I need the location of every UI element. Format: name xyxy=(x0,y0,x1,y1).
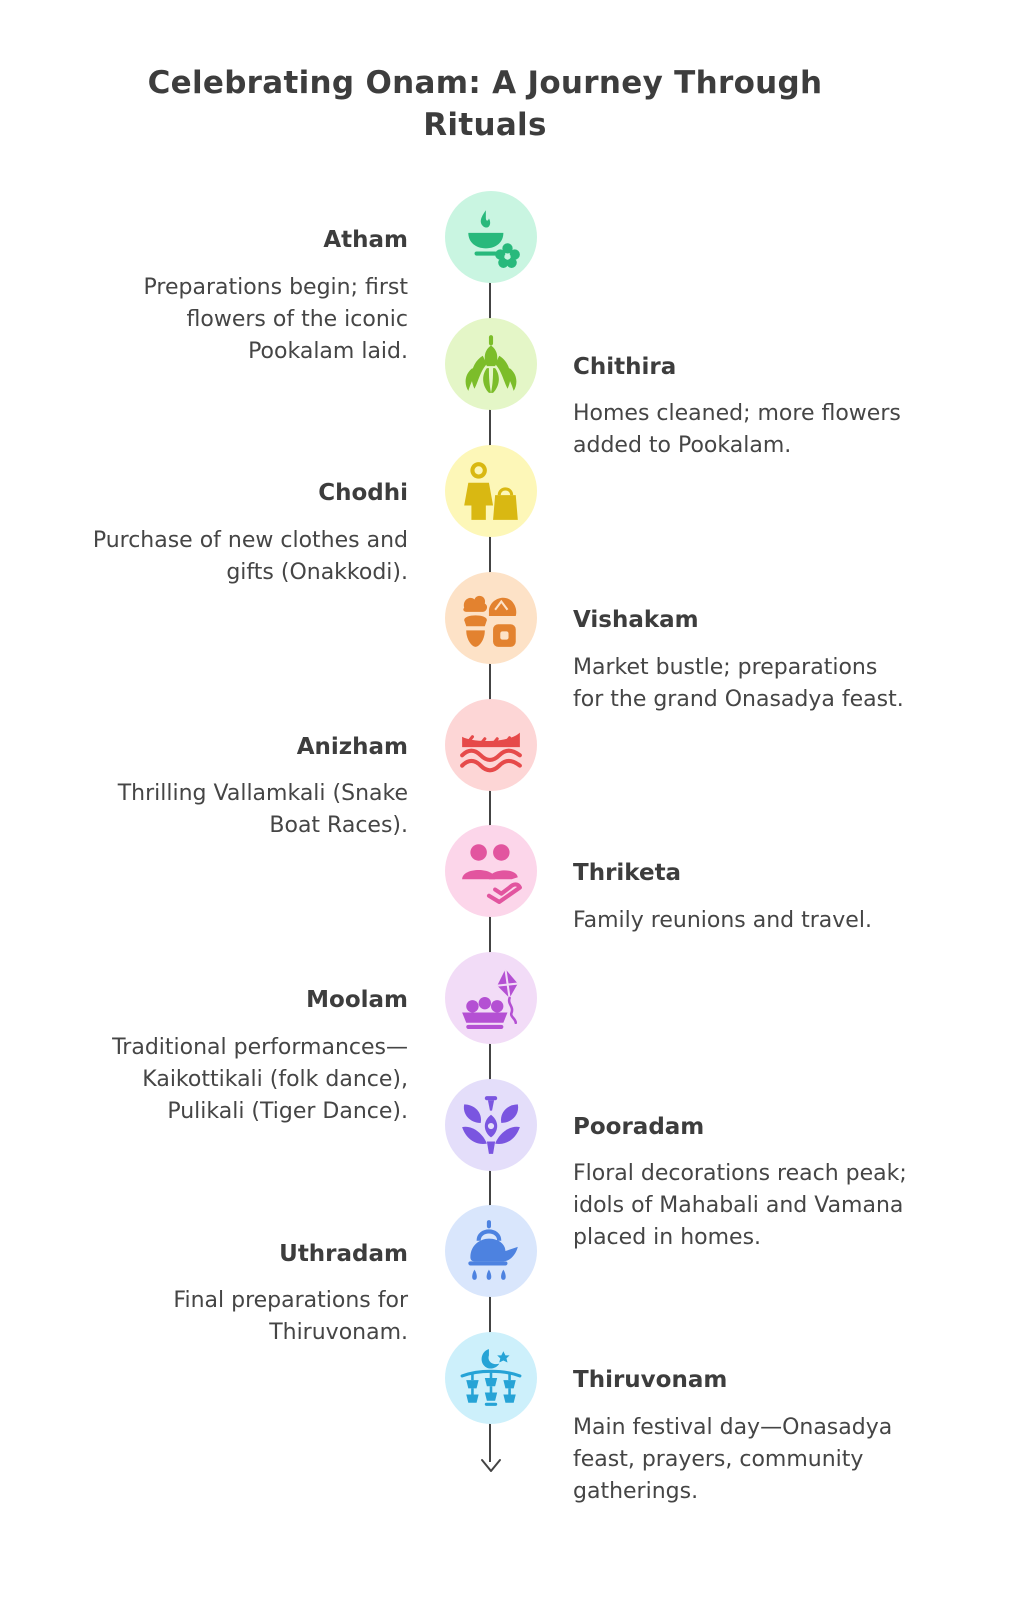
shopper-bag-icon xyxy=(464,462,518,520)
step-desc-chodhi: Purchase of new clothes and gifts (Onakk… xyxy=(92,528,408,585)
node-thriketa xyxy=(445,825,537,917)
step-desc-uthradam: Final preparations for Thiruvonam. xyxy=(173,1288,408,1345)
kite-basket-icon xyxy=(462,968,518,1029)
flower-arrangement-icon xyxy=(465,335,517,393)
step-title-anizham: Anizham xyxy=(296,734,408,760)
step-title-chithira: Chithira xyxy=(573,354,677,380)
step-desc-pooradam: Floral decorations reach peak; idols of … xyxy=(573,1161,907,1250)
step-title-vishakam: Vishakam xyxy=(573,607,699,633)
title-line-2: Rituals xyxy=(423,107,547,143)
kettle-drops-icon xyxy=(468,1220,518,1280)
node-chithira xyxy=(445,318,537,410)
page-title: Celebrating Onam: A Journey Through Ritu… xyxy=(0,62,970,146)
step-desc-thriketa: Family reunions and travel. xyxy=(573,908,872,933)
node-chodhi xyxy=(445,445,537,537)
step-desc-chithira: Homes cleaned; more flowers added to Poo… xyxy=(573,401,901,458)
step-title-thiruvonam: Thiruvonam xyxy=(573,1367,728,1393)
moon-lanterns-icon xyxy=(460,1349,522,1406)
step-title-chodhi: Chodhi xyxy=(318,480,408,506)
step-title-uthradam: Uthradam xyxy=(279,1241,408,1267)
node-atham xyxy=(445,191,537,283)
step-desc-vishakam: Market bustle; preparations for the gran… xyxy=(573,655,904,712)
node-pooradam xyxy=(445,1079,537,1171)
step-title-thriketa: Thriketa xyxy=(573,860,682,886)
step-title-atham: Atham xyxy=(323,227,408,253)
step-desc-moolam: Traditional performances— Kaikottikali (… xyxy=(112,1035,408,1124)
snake-boat-icon xyxy=(460,732,522,773)
lamp-flower-icon xyxy=(468,210,520,268)
timeline-arrow-icon xyxy=(481,1459,501,1472)
node-anizham xyxy=(445,699,537,791)
family-reunion-icon xyxy=(462,844,522,904)
market-goods-icon xyxy=(463,595,517,647)
floral-decoration-icon xyxy=(462,1096,520,1154)
step-title-pooradam: Pooradam xyxy=(573,1114,705,1140)
node-moolam xyxy=(445,952,537,1044)
node-vishakam xyxy=(445,572,537,664)
step-desc-thiruvonam: Main festival day—Onasadya feast, prayer… xyxy=(573,1415,893,1504)
step-desc-atham: Preparations begin; first flowers of the… xyxy=(143,275,408,364)
step-title-moolam: Moolam xyxy=(306,987,408,1013)
node-uthradam xyxy=(445,1205,537,1297)
title-line-1: Celebrating Onam: A Journey Through xyxy=(147,65,823,101)
node-thiruvonam xyxy=(445,1332,537,1424)
step-desc-anizham: Thrilling Vallamkali (Snake Boat Races). xyxy=(117,781,408,838)
